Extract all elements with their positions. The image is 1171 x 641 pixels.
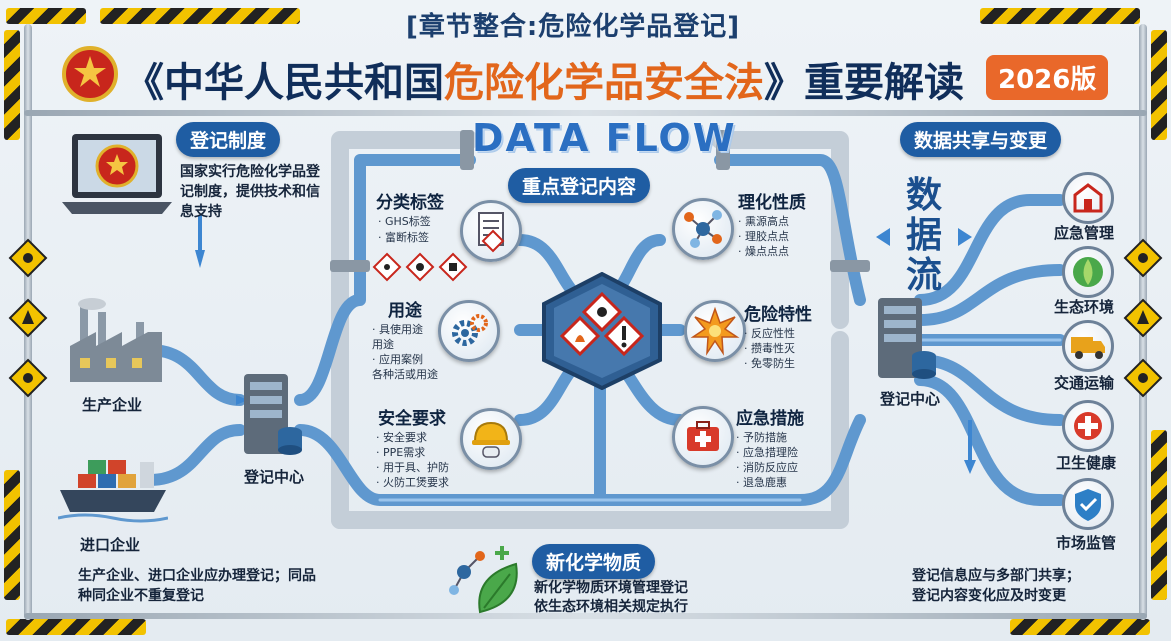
frame-pipe	[24, 110, 1147, 116]
emergency-bullet: · 消防反应应	[736, 461, 798, 474]
department-emergency: 应急管理	[1054, 224, 1115, 242]
usage-bullet: · 具使用途	[372, 323, 423, 336]
hazard-bullet: · 反应性性	[744, 327, 795, 340]
usage-bullet: 各种活或用途	[372, 368, 438, 381]
server-icon	[878, 298, 936, 379]
building-icon	[1062, 172, 1114, 224]
gear-icon	[438, 300, 500, 362]
safety-bullet: · PPE需求	[376, 446, 426, 459]
hazard-bullet: · 攒毒性灭	[744, 342, 795, 355]
firstaid-icon	[672, 406, 734, 468]
key-content-title: 重点登记内容	[508, 168, 651, 203]
data-sharing-title: 数据共享与变更	[900, 122, 1062, 157]
title-highlight: 危险化学品安全法	[444, 60, 764, 106]
hazard-stripe	[4, 470, 20, 600]
hospital-cross-icon	[1062, 400, 1114, 452]
classification-bullet: · 富断标签	[378, 231, 429, 244]
physchem-bullet: · 理胶点点	[738, 230, 789, 243]
usage-title: 用途	[388, 301, 422, 321]
server-icon	[244, 374, 302, 455]
hazard-bullet: · 免零防生	[744, 357, 795, 370]
hazard-stripe	[1151, 430, 1167, 600]
factory-icon	[70, 298, 162, 382]
safety-bullet: · 用于具、护防	[376, 461, 449, 474]
page-title: 《中华人民共和国危险化学品安全法》重要解读	[124, 50, 964, 108]
hazard-diamond-icon	[8, 238, 48, 398]
laptop-icon	[62, 134, 172, 214]
ship-icon	[58, 460, 168, 523]
safety-bullet: · 火防工煲要求	[376, 476, 449, 489]
physchem-bullet: · 燥点点点	[738, 245, 789, 258]
department-ecology: 生态环境	[1054, 298, 1115, 316]
edition-badge: 2026版	[986, 55, 1109, 100]
hazard-stripe	[6, 8, 86, 24]
hazard-stripe	[1151, 30, 1167, 140]
hazard-stripe	[100, 8, 300, 24]
molecule-icon	[672, 198, 734, 260]
data-flow-vertical-label: 数据流	[906, 175, 943, 296]
hazard-diamond-icon	[1123, 238, 1163, 398]
hazard-core-icon	[542, 272, 662, 390]
right-footnote-line2: 登记内容变化应及时变更	[912, 588, 1066, 604]
importer-label: 进口企业	[80, 536, 141, 554]
new-chemical-line2: 依生态环境相关规定执行	[534, 599, 688, 615]
usage-bullet: · 应用案例	[372, 353, 423, 366]
data-flow-title: DATA FLOW	[472, 116, 737, 160]
right-footnote-line1: 登记信息应与多部门共享；	[912, 568, 1080, 584]
shield-check-icon	[1062, 478, 1114, 530]
title-suffix: 》重要解读	[764, 60, 964, 106]
document-icon	[460, 200, 522, 262]
producer-label: 生产企业	[82, 396, 143, 414]
department-health: 卫生健康	[1056, 454, 1117, 472]
left-footnote: 生产企业、进口企业应办理登记；同品种同企业不重复登记	[78, 568, 316, 604]
physchem-title: 理化性质	[738, 193, 806, 213]
classification-title: 分类标签	[376, 193, 444, 213]
hardhat-icon	[460, 408, 522, 470]
registration-system-title: 登记制度	[176, 122, 281, 157]
emergency-bullet: · 退急鹿惠	[736, 476, 787, 489]
registration-system-description: 国家实行危险化学品登记制度，提供技术和信息支持	[180, 164, 320, 220]
emergency-bullet: · 予防措施	[736, 431, 787, 444]
hazard-stripe	[6, 619, 146, 635]
leaf-molecule-icon	[449, 546, 518, 614]
hazard-stripe	[1010, 619, 1150, 635]
safety-bullet: · 安全要求	[376, 431, 427, 444]
usage-bullet: 用途	[372, 338, 394, 351]
emergency-bullet: · 应急措理险	[736, 446, 798, 459]
emergency-title: 应急措施	[736, 409, 804, 429]
new-chemical-line1: 新化学物质环境管理登记	[534, 580, 688, 596]
safety-title: 安全要求	[378, 409, 446, 429]
globe-leaf-icon	[1062, 246, 1114, 298]
title-prefix: 《中华人民共和国	[124, 60, 444, 106]
hazard-stripe	[4, 30, 20, 140]
right-center-label: 登记中心	[880, 390, 941, 408]
classification-bullet: · GHS标签	[378, 215, 431, 228]
chapter-subtitle: [章节整合:危险化学品登记]	[406, 12, 741, 42]
truck-icon	[1062, 320, 1114, 372]
national-emblem-icon	[62, 46, 118, 102]
department-market: 市场监管	[1056, 534, 1117, 552]
hazard-title: 危险特性	[744, 305, 812, 325]
hazard-stripe	[980, 8, 1140, 24]
new-chemical-title: 新化学物质	[532, 544, 656, 579]
department-transport: 交通运输	[1054, 374, 1115, 392]
left-center-label: 登记中心	[244, 468, 305, 486]
explosion-icon	[684, 300, 746, 362]
physchem-bullet: · 熏源高点	[738, 215, 789, 228]
frame-pipe	[24, 613, 1147, 619]
ghs-pictogram-icon	[372, 252, 468, 282]
